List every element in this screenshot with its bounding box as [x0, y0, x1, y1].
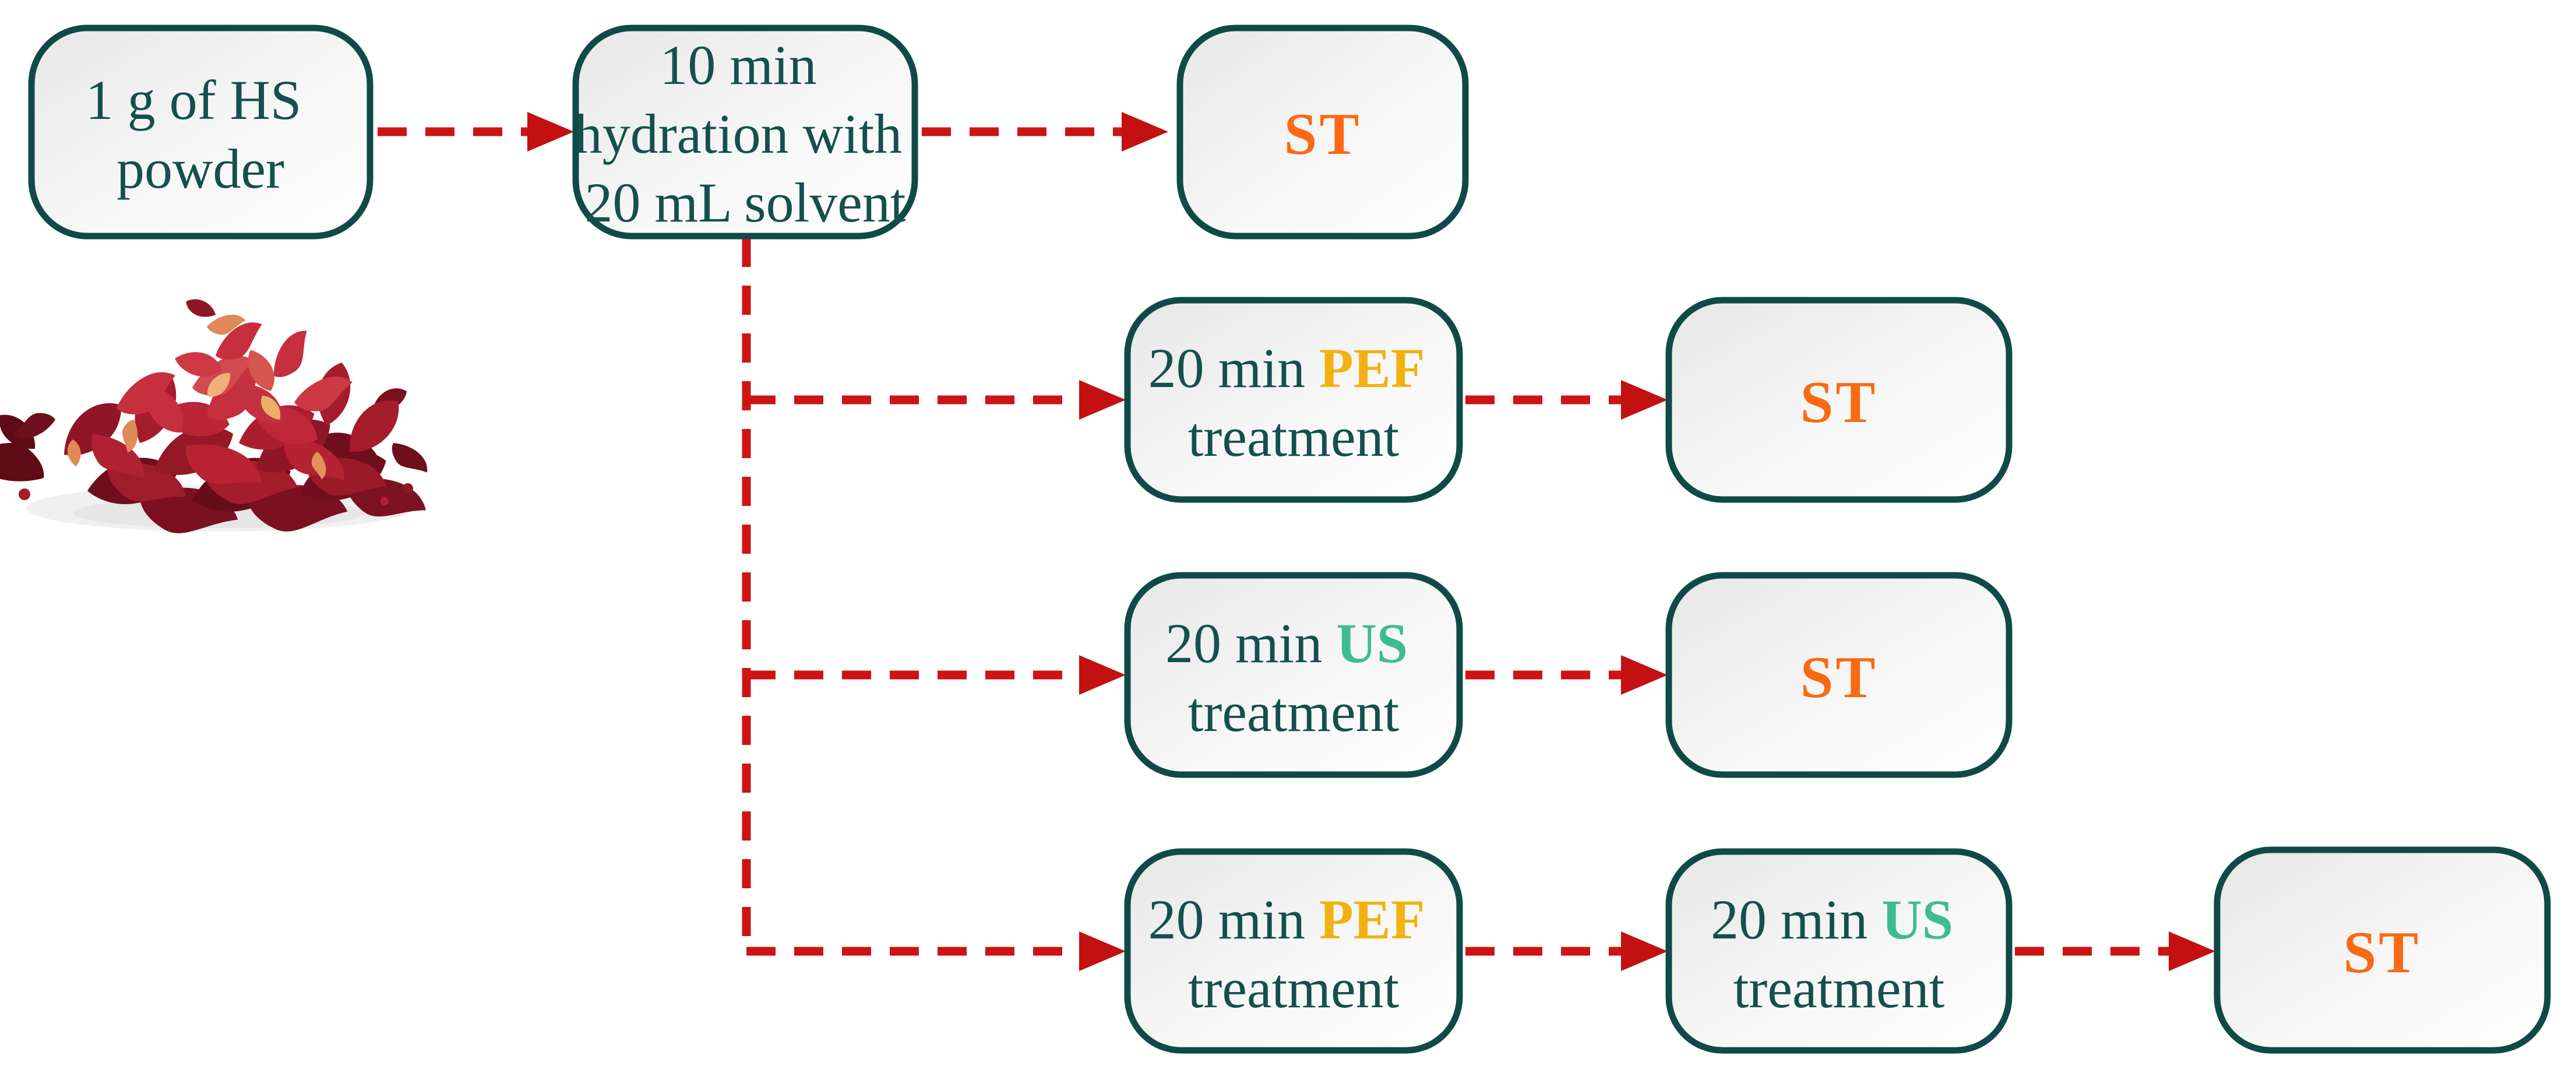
node-st-3-label: ST [1800, 645, 1878, 711]
arrow-us2-to-st4 [2015, 931, 2215, 971]
node-st-1-label: ST [1284, 101, 1362, 167]
node-st-4-label: ST [2344, 920, 2421, 986]
arrow-hydration-to-st1 [922, 112, 1168, 152]
node-st-3: ST [1665, 572, 2013, 778]
arrow-branch-to-pef1 [746, 380, 1126, 420]
arrow-pef2-to-us2 [1465, 931, 1668, 971]
node-st-2: ST [1665, 297, 2013, 503]
node-hydration: 10 min hydration with 20 mL solvent [572, 24, 918, 240]
node-hs-powder: 1 g of HS powder [28, 24, 373, 240]
node-hs-powder-label: 1 g of HS powder [86, 69, 316, 200]
node-st-4: ST [2214, 846, 2551, 1054]
arrow-hs-to-hydration [378, 112, 574, 152]
arrow-branch-to-pef2 [746, 931, 1126, 971]
arrow-us1-to-st3 [1465, 655, 1668, 695]
arrow-pef1-to-st2 [1465, 380, 1668, 420]
hibiscus-petals-photo [0, 293, 434, 546]
node-hydration-label: 10 min hydration with 20 mL solvent [575, 34, 917, 234]
arrow-branch-to-us1 [746, 655, 1126, 695]
node-st-1: ST [1176, 24, 1469, 240]
node-st-2-label: ST [1800, 370, 1878, 435]
